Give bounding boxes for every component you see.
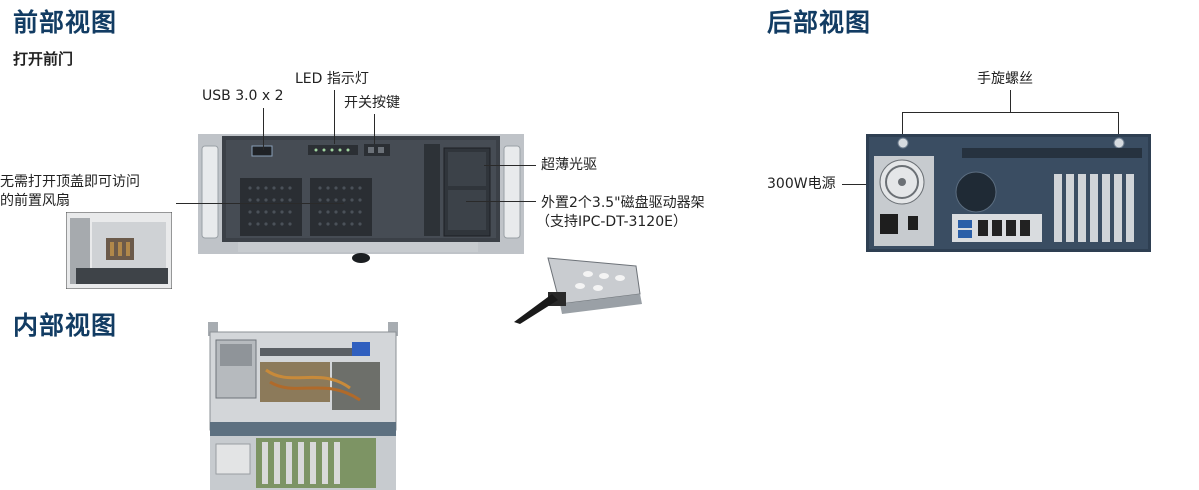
thumbscrew-callout-hline xyxy=(902,112,1119,113)
front-fan-label-line2: 的前置风扇 xyxy=(0,193,70,209)
usb-label: USB 3.0 x 2 xyxy=(202,88,284,104)
optical-callout-line xyxy=(484,165,536,166)
front-view-title: 前部视图 xyxy=(13,8,118,37)
open-front-door-subtitle: 打开前门 xyxy=(13,50,74,68)
thumbscrew-callout-left xyxy=(902,112,903,138)
internal-chassis-photo xyxy=(200,318,405,490)
rear-chassis-image xyxy=(866,134,1151,252)
psu-label: 300W电源 xyxy=(767,176,836,192)
optical-drive-label: 超薄光驱 xyxy=(541,157,597,173)
front-fan-label-line1: 无需打开顶盖即可访问 xyxy=(0,174,140,190)
front-chassis-image xyxy=(198,134,524,263)
front-fan-callout-line xyxy=(176,203,344,204)
front-fan-access-photo xyxy=(66,212,172,289)
rear-view-title: 后部视图 xyxy=(767,8,872,37)
thumbscrew-callout-right xyxy=(1118,112,1119,138)
drive-bay-label-line2: （支持IPC-DT-3120E） xyxy=(536,214,687,230)
thumbscrew-callout-stem xyxy=(1010,90,1011,112)
power-key-callout-line xyxy=(374,114,375,144)
drive-tray-photo xyxy=(514,257,642,324)
led-callout-line xyxy=(334,90,335,144)
usb-callout-line xyxy=(263,108,264,150)
power-key-label: 开关按键 xyxy=(344,95,400,111)
thumbscrew-label: 手旋螺丝 xyxy=(977,71,1033,87)
drive-bay-callout-line xyxy=(466,201,536,202)
drive-bay-label-line1: 外置2个3.5"磁盘驱动器架 xyxy=(541,195,705,211)
internal-view-title: 内部视图 xyxy=(13,311,118,340)
led-indicator-label: LED 指示灯 xyxy=(295,71,369,87)
